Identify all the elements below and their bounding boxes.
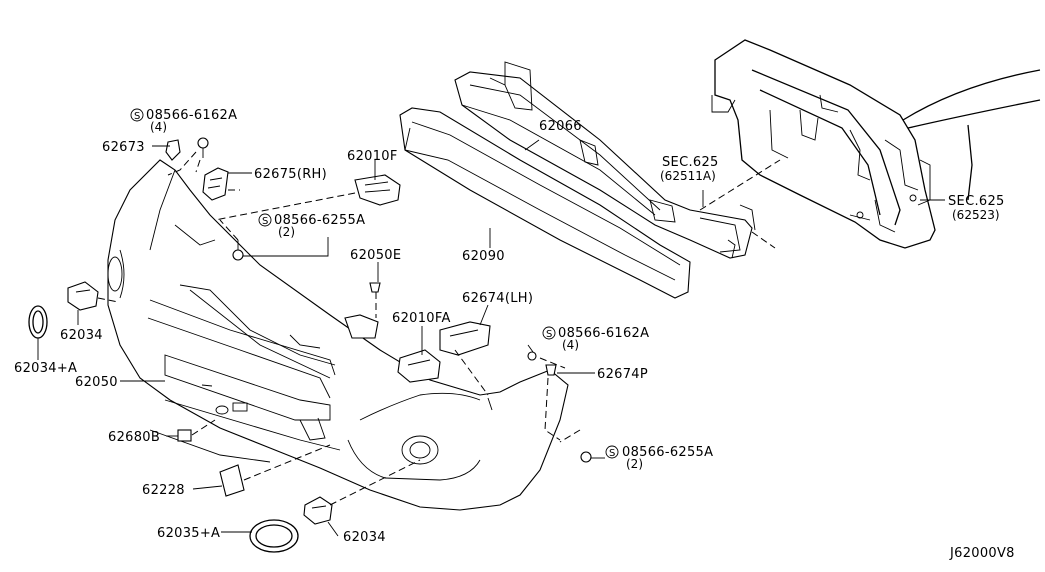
label-08566-6255A-bot-qty: (2) xyxy=(626,457,643,471)
clip-62673-drawing xyxy=(165,139,181,161)
label-62674P: 62674P xyxy=(597,367,648,382)
dashed-locator-lines xyxy=(97,151,781,506)
label-sec625-b-sub: (62523) xyxy=(952,208,1000,222)
label-62034-left: 62034 xyxy=(60,328,103,343)
label-62673: 62673 xyxy=(102,140,145,155)
clip-62050E-drawing xyxy=(369,282,381,293)
label-62034A: 62034+A xyxy=(14,361,77,376)
leader-lines xyxy=(37,139,945,537)
screw-mid-drawing xyxy=(232,240,244,261)
part-labels: 08566-6162A (4) 62673 62675(RH) 62010F 0… xyxy=(14,108,1015,561)
bracket-62010F-drawing xyxy=(354,174,401,206)
label-08566-6255A-top: 08566-6255A xyxy=(274,213,365,228)
label-08566-6162A-top: 08566-6162A xyxy=(146,108,237,123)
bumper-fascia-drawing xyxy=(107,159,569,511)
label-62034-bottom: 62034 xyxy=(343,530,386,545)
fog-ring-62034A-drawing xyxy=(28,305,48,339)
fog-bracket-62034-bottom-drawing xyxy=(303,496,333,525)
fog-bracket-62034-left-drawing xyxy=(67,281,99,311)
radiator-core-support-drawing xyxy=(711,39,1041,249)
label-62090: 62090 xyxy=(462,249,505,264)
label-62680B: 62680B xyxy=(108,430,160,445)
label-62050E: 62050E xyxy=(350,248,401,263)
bracket-62675-drawing xyxy=(202,167,229,201)
fog-ring-62035A-drawing xyxy=(249,519,299,553)
label-sec625-a-sub: (62511A) xyxy=(660,169,716,183)
s-symbol: S xyxy=(609,448,615,459)
label-62050: 62050 xyxy=(75,375,118,390)
s-symbol: S xyxy=(546,329,552,340)
s-symbol: S xyxy=(262,216,268,227)
screw-lower-right-drawing xyxy=(527,351,592,463)
standard-part-symbols: S S S S xyxy=(130,108,619,459)
bracket-62674-drawing xyxy=(439,321,491,356)
bracket-center-drawing xyxy=(344,314,379,339)
label-62010FA: 62010FA xyxy=(392,311,451,326)
label-62675-rh: 62675(RH) xyxy=(254,167,327,182)
label-08566-6255A-bot: 08566-6255A xyxy=(622,445,713,460)
label-sec625-b: SEC.625 xyxy=(948,194,1005,209)
label-62228: 62228 xyxy=(142,483,185,498)
label-08566-6162A-mid-qty: (4) xyxy=(562,338,579,352)
label-08566-6162A-top-qty: (4) xyxy=(150,120,167,134)
cover-62228-drawing xyxy=(219,464,245,497)
label-08566-6255A-top-qty: (2) xyxy=(278,225,295,239)
label-62674-lh: 62674(LH) xyxy=(462,291,533,306)
energy-absorber-drawing xyxy=(399,107,691,299)
label-62066: 62066 xyxy=(539,119,582,134)
bracket-62010FA-drawing xyxy=(397,349,441,383)
label-62010F: 62010F xyxy=(347,149,398,164)
screw-top-drawing xyxy=(197,137,209,158)
diagram-code: J62000V8 xyxy=(949,546,1015,561)
label-62035A: 62035+A xyxy=(157,526,220,541)
plug-62680B-drawing xyxy=(177,429,192,442)
s-symbol: S xyxy=(134,111,140,122)
bumper-reinforcement-drawing xyxy=(454,61,756,259)
label-sec625-a: SEC.625 xyxy=(662,155,719,170)
label-08566-6162A-mid: 08566-6162A xyxy=(558,326,649,341)
